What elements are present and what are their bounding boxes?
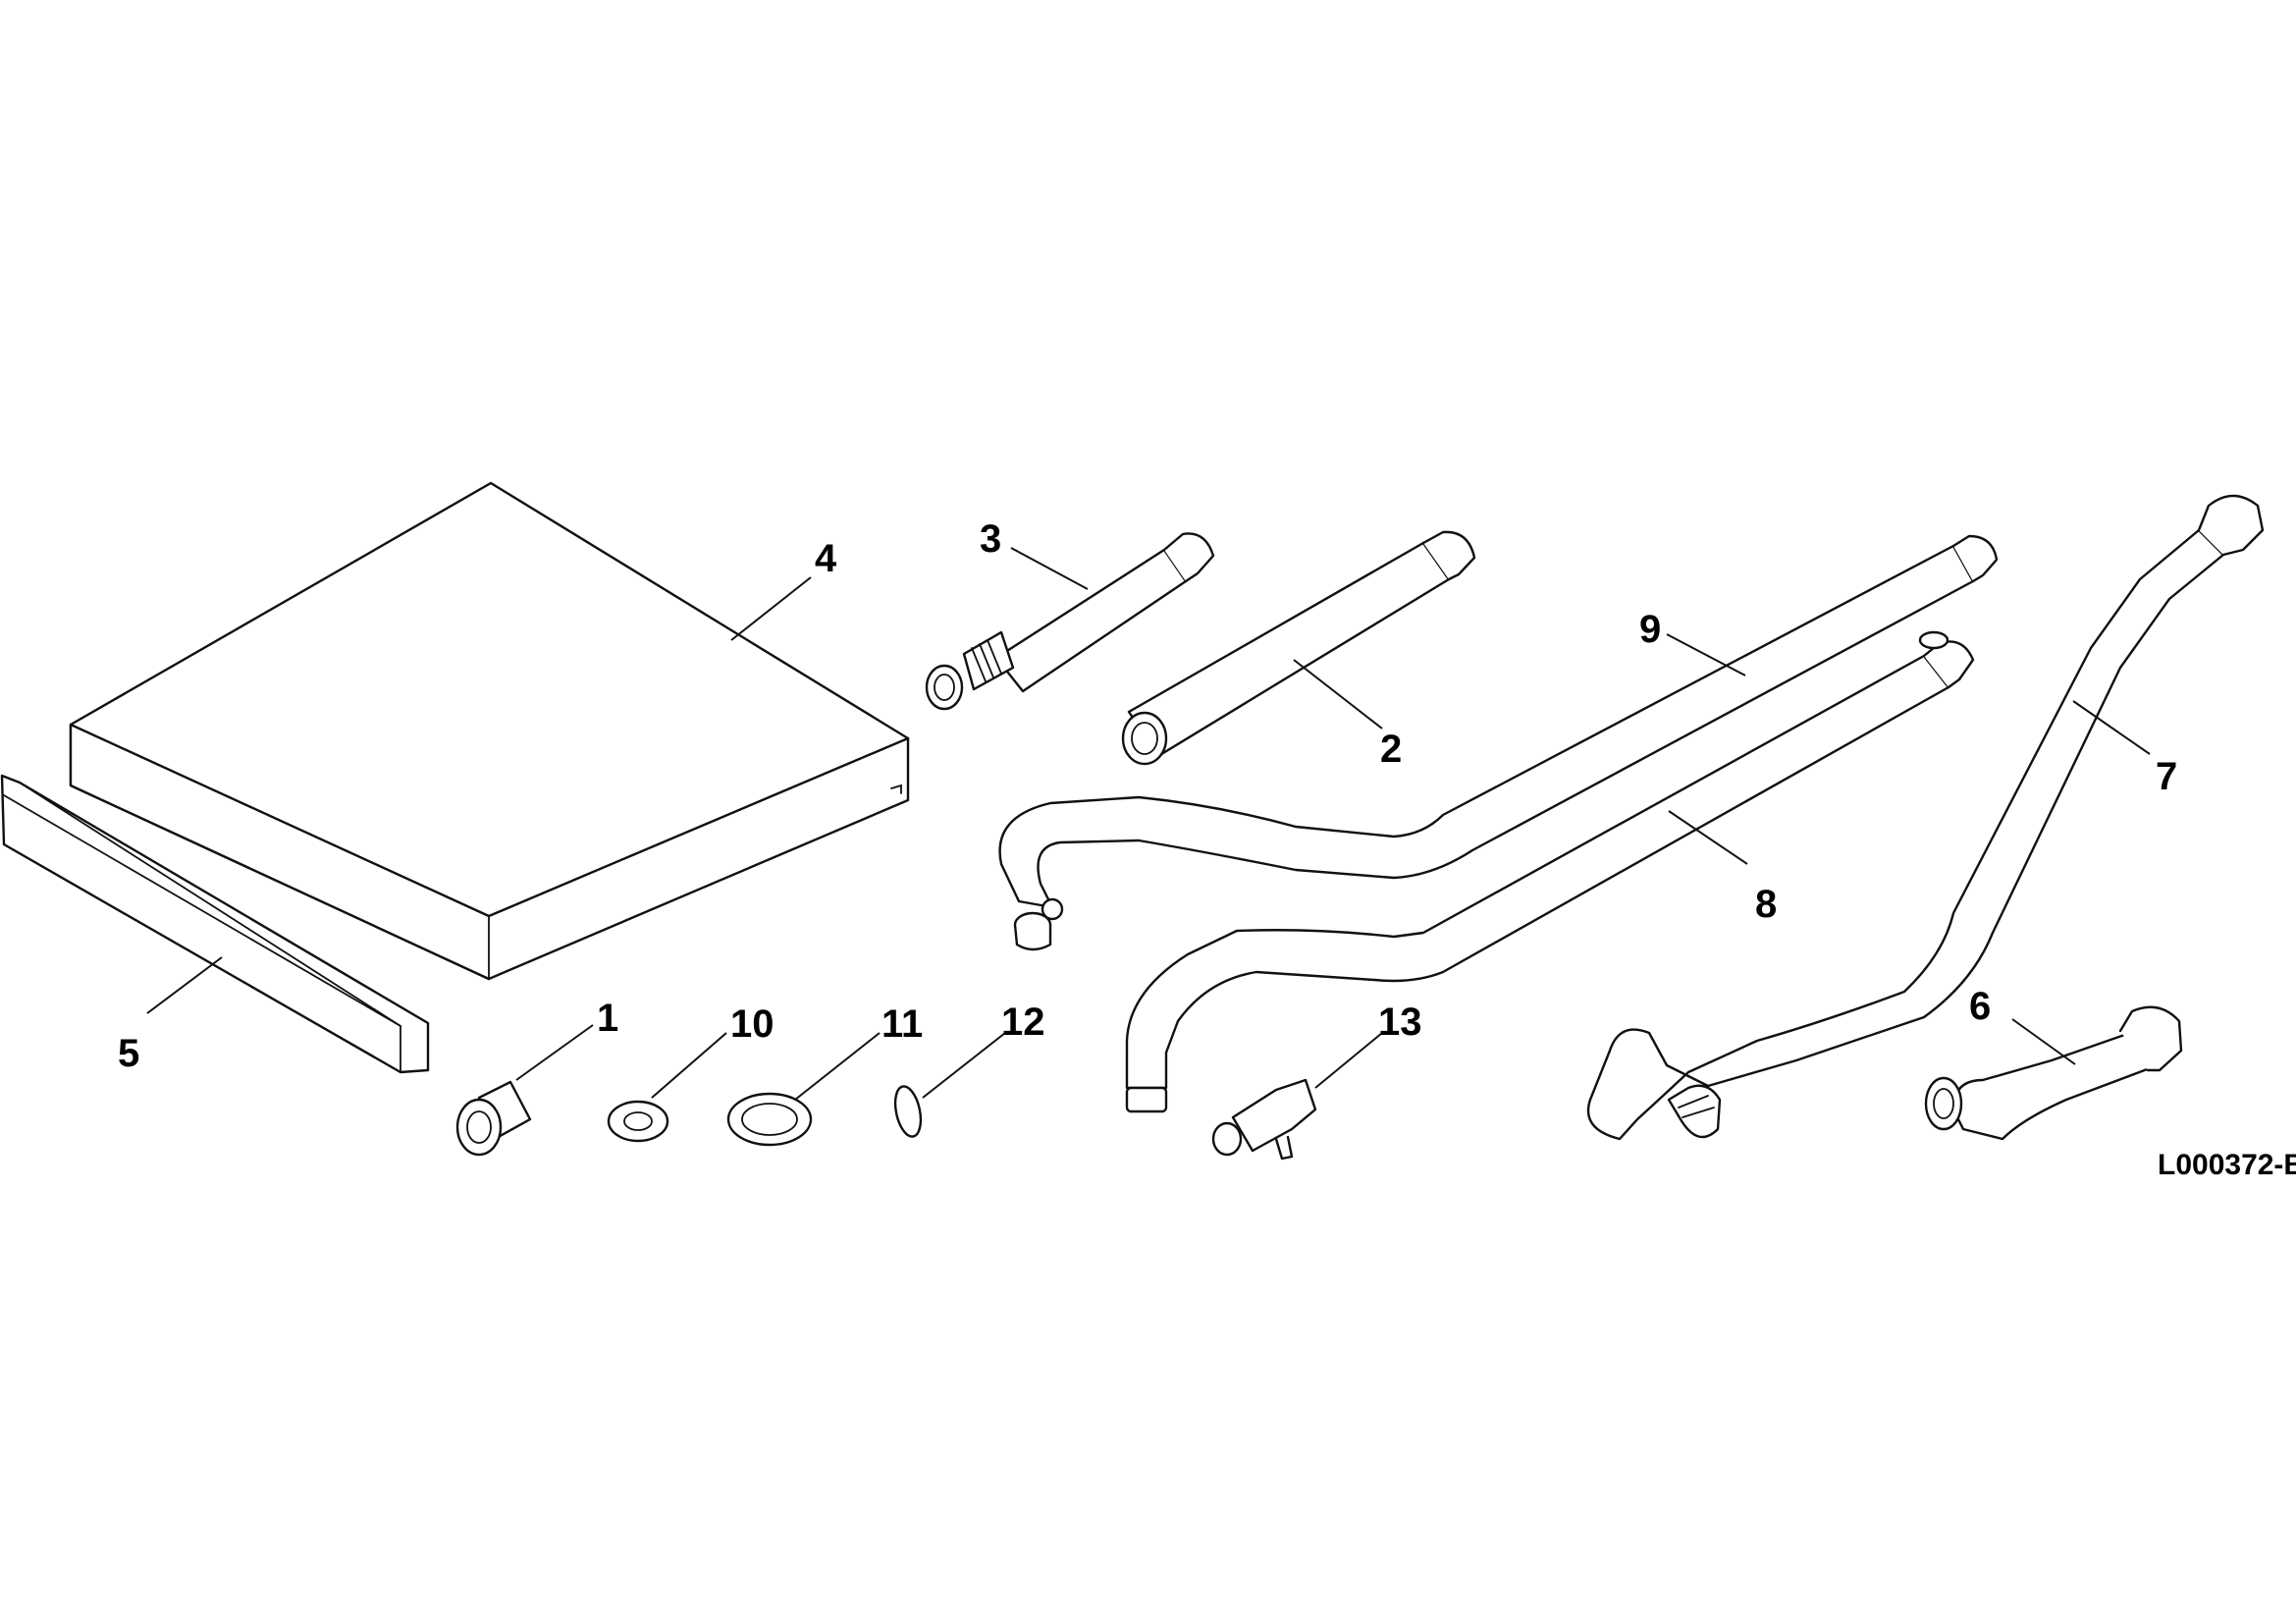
leader-lines xyxy=(146,547,2151,1101)
leader-6 xyxy=(2011,1018,2076,1065)
leader-4 xyxy=(730,576,812,641)
part-3-threaded-pipe xyxy=(925,532,1215,711)
part-11-gasket xyxy=(726,1092,813,1147)
leader-11 xyxy=(794,1032,881,1101)
leader-2 xyxy=(1293,659,1383,730)
leader-10 xyxy=(651,1032,727,1099)
callout-11: 11 xyxy=(881,1002,923,1046)
leader-13 xyxy=(1314,1032,1383,1089)
callout-3: 3 xyxy=(980,517,1001,561)
callout-9: 9 xyxy=(1639,608,1661,651)
part-6-elbow xyxy=(1924,1005,2183,1141)
callout-7: 7 xyxy=(2156,755,2177,798)
callout-8: 8 xyxy=(1755,883,1777,926)
part-10-washer xyxy=(607,1100,669,1143)
callout-6: 6 xyxy=(1969,985,1991,1028)
leader-3 xyxy=(1010,547,1089,590)
callout-1: 1 xyxy=(597,997,618,1040)
callout-12: 12 xyxy=(1001,1001,1045,1044)
leader-1 xyxy=(515,1024,594,1081)
leader-9 xyxy=(1666,633,1746,676)
leader-12 xyxy=(922,1032,1006,1099)
leader-5 xyxy=(146,956,223,1014)
part-5-front-strip xyxy=(0,774,430,1074)
leader-8 xyxy=(1668,810,1748,865)
part-1-fitting xyxy=(455,1080,532,1157)
part-12-o-ring xyxy=(893,1085,923,1138)
callout-labels: 4 3 2 9 8 7 5 1 10 11 12 13 6 xyxy=(118,517,2177,1075)
part-13-valve xyxy=(1211,1078,1317,1161)
part-8-bent-pipe xyxy=(1125,630,1975,1113)
callout-13: 13 xyxy=(1378,1001,1422,1044)
part-2-pipe xyxy=(1121,530,1476,766)
callout-4: 4 xyxy=(815,537,837,580)
part-7-curved-pipe xyxy=(1586,494,2265,1141)
callout-10: 10 xyxy=(730,1002,774,1046)
part-4-heat-exchanger xyxy=(69,481,910,981)
leader-7 xyxy=(2072,700,2151,755)
drawing-reference-code: L000372-B xyxy=(2158,1149,2296,1181)
part-9-bent-pipe xyxy=(998,534,1999,951)
callout-2: 2 xyxy=(1380,728,1402,771)
callout-5: 5 xyxy=(118,1032,139,1075)
